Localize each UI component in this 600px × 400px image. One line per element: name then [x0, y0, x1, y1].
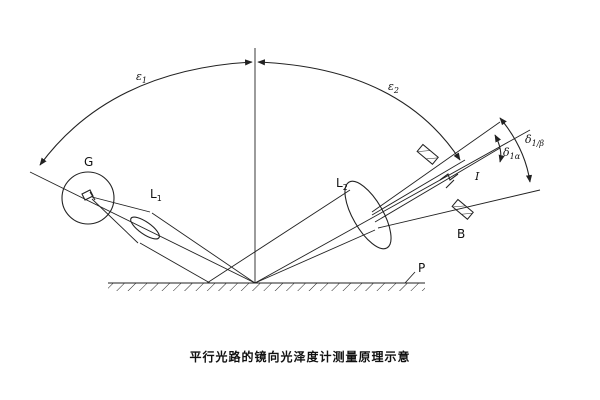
surface-hatch: [108, 283, 425, 291]
diagram-caption: 平行光路的镜向光泽度计测量原理示意: [189, 350, 411, 364]
beam1-bottom: [139, 242, 211, 284]
cone-bottom: [91, 198, 139, 244]
aperture-blade-bottom: [451, 198, 474, 220]
label-L1: L1: [150, 187, 162, 203]
aperture-blade-top: [416, 143, 439, 165]
arc-epsilon1: [39, 59, 253, 166]
label-B: B: [457, 227, 465, 241]
receiver-bracket: [439, 173, 459, 189]
arc-delta-1b: [499, 117, 533, 183]
beam2-top: [206, 189, 351, 284]
reflect-axis: [254, 129, 531, 284]
label-P: P: [418, 261, 425, 275]
conv-2: [374, 147, 501, 223]
label-G: G: [84, 155, 93, 169]
source-axis: [29, 171, 256, 284]
label-delta-1b: δ1/β: [525, 133, 544, 148]
label-epsilon2: ε2: [388, 80, 399, 95]
label-epsilon1: ε1: [136, 70, 147, 85]
conv-4: [371, 159, 466, 216]
lens-L2: [344, 180, 392, 250]
label-delta-1a: δ1α: [503, 146, 521, 161]
lens-L1: [130, 216, 160, 240]
P-leader: [404, 271, 416, 284]
conv-1: [371, 121, 501, 213]
label-L2: L2: [336, 176, 348, 192]
source-circle-G: [61, 171, 115, 225]
label-I: I: [474, 170, 480, 183]
beam1-top: [151, 212, 256, 284]
cone-top: [91, 196, 151, 213]
lamp-icon: [81, 189, 96, 201]
beam2-bottom: [254, 229, 376, 284]
arc-epsilon2: [257, 59, 461, 161]
